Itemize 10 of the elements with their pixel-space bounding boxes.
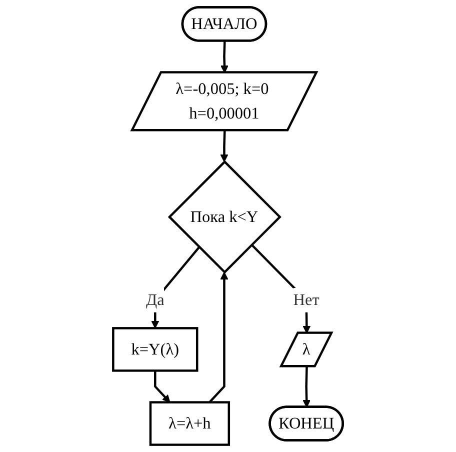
arrow bbox=[302, 366, 311, 408]
edge-label: Нет bbox=[293, 290, 320, 309]
node-box: λ=λ+h bbox=[149, 401, 230, 446]
arrow bbox=[220, 130, 228, 162]
edge-label: Да bbox=[146, 290, 164, 309]
node-box: k=Y(λ) bbox=[112, 327, 198, 372]
node-diamond: Пока k<Y bbox=[168, 160, 282, 274]
arrow bbox=[154, 370, 170, 403]
arrow bbox=[208, 272, 228, 404]
arrow bbox=[220, 41, 228, 74]
